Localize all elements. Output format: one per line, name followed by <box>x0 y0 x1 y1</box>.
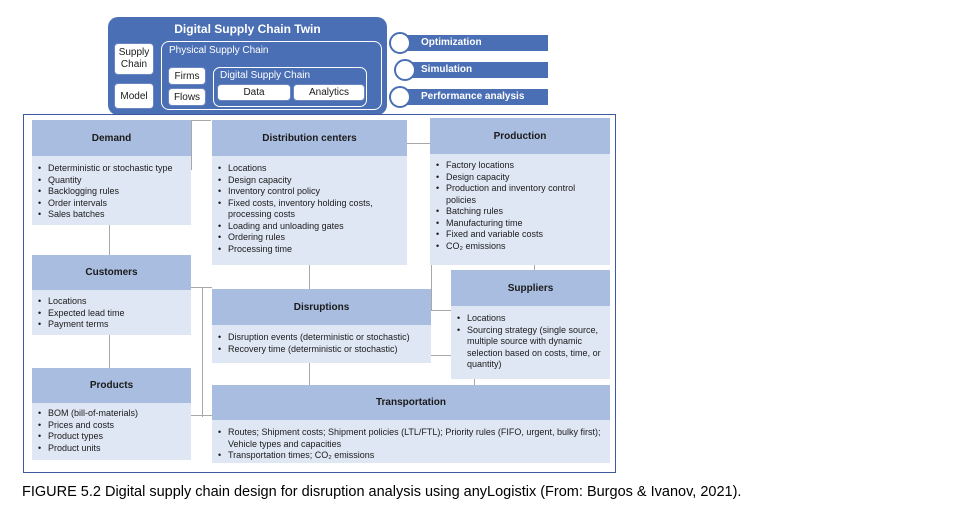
performance-analysis-label: Performance analysis <box>421 91 525 102</box>
connector-line <box>202 287 203 417</box>
list-item: Disruption events (deterministic or stoc… <box>218 332 425 344</box>
list-item: Manufacturing time <box>436 218 604 230</box>
list-item: Fixed costs, inventory holding costs, pr… <box>218 198 401 221</box>
list-item: Routes; Shipment costs; Shipment policie… <box>218 427 604 450</box>
customers-card: Customers Locations Expected lead time P… <box>32 255 191 335</box>
physical-supply-chain-title: Physical Supply Chain <box>169 45 269 56</box>
list-item: Factory locations <box>436 160 604 172</box>
connector-line <box>191 415 212 416</box>
list-item: Product units <box>38 443 185 455</box>
connector-line <box>431 265 432 310</box>
list-item: Batching rules <box>436 206 604 218</box>
list-item: Order intervals <box>38 198 185 210</box>
twin-title: Digital Supply Chain Twin <box>174 22 321 36</box>
distribution-centers-title: Distribution centers <box>212 120 407 156</box>
demand-list: Deterministic or stochastic type Quantit… <box>32 163 191 221</box>
list-item: CO₂ emissions <box>436 241 604 253</box>
simulation-bar: Simulation <box>400 62 548 78</box>
list-item: Product types <box>38 431 185 443</box>
connector-line <box>474 379 475 385</box>
customers-list: Locations Expected lead time Payment ter… <box>32 296 191 331</box>
demand-card: Demand Deterministic or stochastic type … <box>32 120 191 225</box>
disruptions-list: Disruption events (deterministic or stoc… <box>212 332 431 355</box>
production-title: Production <box>430 118 610 154</box>
list-item: Prices and costs <box>38 420 185 432</box>
list-item: Expected lead time <box>38 308 185 320</box>
products-card: Products BOM (bill-of-materials) Prices … <box>32 368 191 460</box>
list-item: Sales batches <box>38 209 185 221</box>
production-list: Factory locations Design capacity Produc… <box>430 160 610 252</box>
list-item: Locations <box>457 313 604 325</box>
list-item: Backlogging rules <box>38 186 185 198</box>
digital-supply-chain-title: Digital Supply Chain <box>220 70 311 81</box>
connector-line <box>109 225 110 255</box>
connector-line <box>191 287 212 288</box>
connector-line <box>309 265 310 289</box>
list-item: Transportation times; CO₂ emissions <box>218 450 604 462</box>
connector-line <box>407 143 431 144</box>
distribution-centers-card: Distribution centers Locations Design ca… <box>212 120 407 265</box>
connector-line <box>431 355 451 356</box>
list-item: Recovery time (deterministic or stochast… <box>218 344 425 356</box>
connector-line <box>431 310 451 311</box>
simulation-connector-icon <box>394 59 416 81</box>
model-label: Model <box>120 90 148 102</box>
firms-box: Firms <box>168 67 206 85</box>
performance-connector-icon <box>389 86 411 108</box>
list-item: Production and inventory control policie… <box>436 183 604 206</box>
transportation-title: Transportation <box>212 385 610 420</box>
customers-title: Customers <box>32 255 191 290</box>
products-list: BOM (bill-of-materials) Prices and costs… <box>32 408 191 454</box>
list-item: Design capacity <box>436 172 604 184</box>
production-card: Production Factory locations Design capa… <box>430 118 610 265</box>
products-title: Products <box>32 368 191 403</box>
model-box: Model <box>114 83 154 109</box>
connector-line <box>534 265 535 273</box>
flows-label: Flows <box>173 91 201 103</box>
list-item: Sourcing strategy (single source, multip… <box>457 325 604 371</box>
suppliers-card: Suppliers Locations Sourcing strategy (s… <box>451 270 610 379</box>
list-item: Locations <box>38 296 185 308</box>
analytics-box: Analytics <box>293 84 365 101</box>
distribution-centers-list: Locations Design capacity Inventory cont… <box>212 163 407 255</box>
list-item: Fixed and variable costs <box>436 229 604 241</box>
list-item: BOM (bill-of-materials) <box>38 408 185 420</box>
firms-label: Firms <box>174 70 200 82</box>
list-item: Deterministic or stochastic type <box>38 163 185 175</box>
simulation-label: Simulation <box>421 64 473 75</box>
list-item: Loading and unloading gates <box>218 221 401 233</box>
list-item: Inventory control policy <box>218 186 401 198</box>
data-label: Data <box>243 87 265 98</box>
suppliers-title: Suppliers <box>451 270 610 306</box>
list-item: Processing time <box>218 244 401 256</box>
supply-chain-box: Supply Chain <box>114 43 154 75</box>
optimization-bar: Optimization <box>400 35 548 51</box>
digital-supply-chain-box: Digital Supply Chain Data Analytics <box>213 67 367 107</box>
disruptions-title: Disruptions <box>212 289 431 325</box>
supply-chain-model-frame: Demand Deterministic or stochastic type … <box>23 114 616 473</box>
physical-supply-chain-box: Physical Supply Chain Firms Flows Digita… <box>161 41 382 110</box>
digital-twin-panel: Digital Supply Chain Twin Supply Chain M… <box>108 17 387 115</box>
supply-chain-label: Supply Chain <box>118 47 150 70</box>
demand-title: Demand <box>32 120 191 156</box>
optimization-label: Optimization <box>421 37 482 48</box>
performance-analysis-bar: Performance analysis <box>400 89 548 105</box>
list-item: Ordering rules <box>218 232 401 244</box>
list-item: Quantity <box>38 175 185 187</box>
flows-box: Flows <box>168 88 206 106</box>
analytics-label: Analytics <box>308 87 349 98</box>
connector-line <box>309 363 310 385</box>
optimization-connector-icon <box>389 32 411 54</box>
figure-caption: FIGURE 5.2 Digital supply chain design f… <box>22 484 742 500</box>
list-item: Payment terms <box>38 319 185 331</box>
transportation-list: Routes; Shipment costs; Shipment policie… <box>212 427 610 462</box>
connector-line <box>191 120 192 170</box>
suppliers-list: Locations Sourcing strategy (single sour… <box>451 313 610 371</box>
data-box: Data <box>217 84 291 101</box>
disruptions-card: Disruptions Disruption events (determini… <box>212 289 431 363</box>
list-item: Locations <box>218 163 401 175</box>
connector-line <box>191 120 211 121</box>
list-item: Design capacity <box>218 175 401 187</box>
transportation-card: Transportation Routes; Shipment costs; S… <box>212 385 610 463</box>
